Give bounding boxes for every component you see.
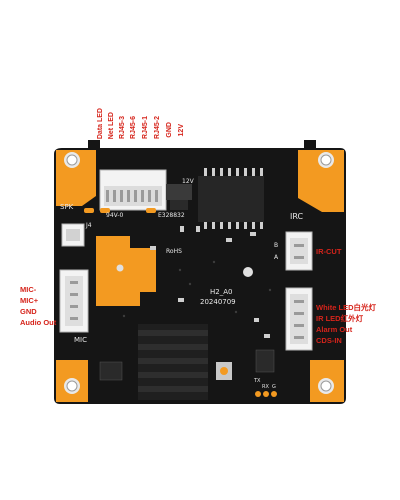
silk-j-marker: J4 bbox=[86, 222, 92, 229]
silk-board-name: H2_A0 bbox=[210, 288, 233, 296]
silk-rating: 94V-0 bbox=[106, 212, 124, 219]
silk-tx: TX bbox=[254, 378, 261, 384]
label-white-led: White LED白光灯 bbox=[316, 303, 376, 312]
silk-rohs: RoHS bbox=[166, 248, 182, 255]
label-gnd-left: GND bbox=[20, 307, 37, 316]
led-connector bbox=[285, 287, 313, 351]
label-mic-plus: MIC+ bbox=[20, 296, 39, 305]
silk-power: 12V bbox=[182, 178, 194, 185]
mount-hole-br bbox=[318, 378, 334, 394]
silk-mic: MIC bbox=[74, 336, 87, 344]
light-sensor bbox=[216, 362, 232, 380]
top-component bbox=[166, 184, 192, 200]
label-net-led: Net LED bbox=[108, 112, 115, 140]
transformer-chip bbox=[198, 168, 264, 229]
mount-pad-tr bbox=[298, 150, 344, 212]
silk-board-date: 20240709 bbox=[200, 298, 236, 306]
mic-connector bbox=[59, 269, 89, 333]
label-ir-cut: IR-CUT bbox=[316, 247, 342, 256]
silk-spk: SPK bbox=[60, 203, 74, 211]
label-rj45-2: RJ45-2 bbox=[154, 116, 161, 139]
label-rj45-6: RJ45-6 bbox=[130, 116, 137, 139]
silk-b-marker: B bbox=[274, 242, 279, 249]
label-rj45-1: RJ45-1 bbox=[142, 116, 149, 139]
chip-bottom-left bbox=[99, 361, 123, 381]
label-audio-out: Audio Out bbox=[20, 318, 57, 327]
silk-g: G bbox=[272, 384, 276, 390]
center-hole-right bbox=[243, 267, 253, 277]
label-mic-minus: MIC- bbox=[20, 285, 37, 294]
silk-irc: IRC bbox=[290, 212, 304, 221]
chip-bottom-right bbox=[255, 349, 275, 373]
ircut-connector bbox=[285, 231, 313, 271]
label-ir-led: IR LED红外灯 bbox=[316, 314, 364, 323]
mount-hole-tl bbox=[64, 152, 80, 168]
label-gnd-top: GND bbox=[166, 122, 173, 138]
label-data-led: Data LED bbox=[97, 108, 104, 140]
silk-code: E328832 bbox=[158, 212, 185, 219]
label-12v: 12V bbox=[178, 124, 185, 137]
silk-a-marker: A bbox=[274, 254, 279, 261]
silk-rx: RX bbox=[262, 384, 269, 390]
label-cds-in: CDS-IN bbox=[316, 336, 342, 345]
heatsink bbox=[138, 324, 208, 400]
copper-area-center bbox=[96, 236, 156, 306]
label-rj45-3: RJ45-3 bbox=[119, 116, 126, 139]
mount-hole-tr bbox=[318, 152, 334, 168]
center-hole bbox=[116, 264, 124, 272]
label-alarm-out: Alarm Out bbox=[316, 325, 353, 334]
mount-hole-bl bbox=[64, 378, 80, 394]
top-connector bbox=[99, 169, 167, 211]
